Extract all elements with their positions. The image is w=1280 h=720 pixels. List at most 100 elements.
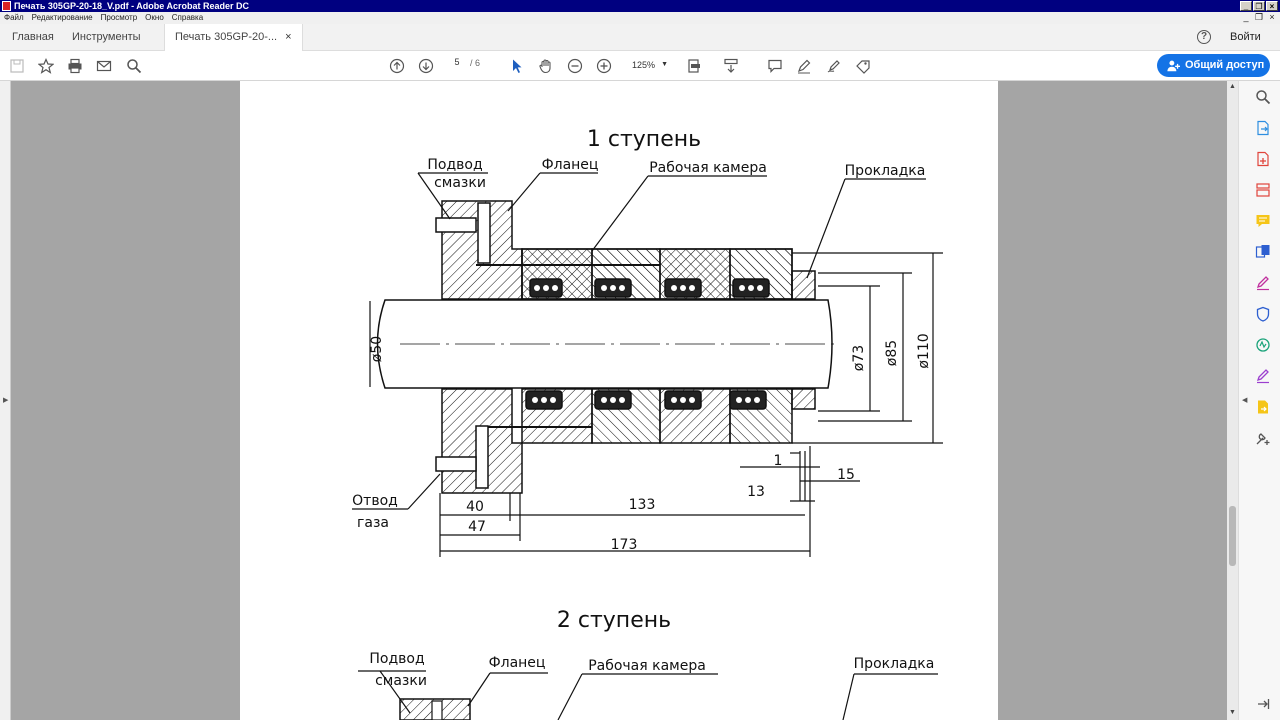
menu-window[interactable]: Окно: [145, 13, 164, 22]
stage1-labels: Подвод смазки Фланец Рабочая камера Прок…: [352, 157, 932, 553]
scroll-up-icon[interactable]: ▲: [1229, 83, 1236, 90]
signin-link[interactable]: Войти: [1230, 31, 1261, 43]
comment-tool-icon[interactable]: [1255, 213, 1273, 231]
next-page-icon[interactable]: [417, 57, 435, 75]
zoom-out-icon[interactable]: [566, 57, 584, 75]
page-number-input[interactable]: 5: [446, 57, 468, 73]
tab-document[interactable]: Печать 305GP-20-... ×: [164, 24, 303, 52]
label-gas-outlet-2: газа: [357, 515, 389, 531]
window-title: Печать 305GP-20-18_V.pdf - Adobe Acrobat…: [14, 1, 249, 11]
stage1-title: 1 ступень: [587, 127, 701, 152]
toolbar: [0, 51, 1280, 81]
label2-lube-supply-2: смазки: [375, 673, 427, 689]
send-for-signature-icon[interactable]: [1255, 337, 1273, 355]
stage2-title: 2 ступень: [557, 608, 671, 633]
dim-133: 133: [629, 497, 656, 513]
left-panel-strip[interactable]: ▶: [0, 81, 11, 720]
search-icon[interactable]: [125, 57, 143, 75]
organize-pages-icon[interactable]: [1255, 182, 1273, 200]
label-lube-supply: Подвод: [427, 157, 482, 173]
print-icon[interactable]: [66, 57, 84, 75]
save-icon[interactable]: [8, 57, 26, 75]
label-gasket: Прокладка: [845, 163, 926, 179]
page-total: / 6: [470, 58, 481, 68]
label2-flange: Фланец: [489, 655, 546, 671]
label-flange: Фланец: [542, 157, 599, 173]
search-tool-icon[interactable]: [1255, 89, 1273, 107]
share-button[interactable]: Общий доступ: [1157, 54, 1270, 77]
menu-file[interactable]: Файл: [4, 13, 24, 22]
export-file-icon[interactable]: [1255, 399, 1273, 417]
label2-working-chamber: Рабочая камера: [588, 658, 706, 674]
stage1-assembly: [376, 200, 840, 494]
doc-restore-button[interactable]: ❐: [1254, 12, 1264, 22]
chevron-down-icon: ▼: [661, 61, 668, 68]
sign-icon[interactable]: [854, 57, 872, 75]
doc-minimize-button[interactable]: _: [1243, 12, 1249, 22]
menu-bar: Файл Редактирование Просмотр Окно Справк…: [0, 12, 1280, 24]
tab-bar: Главная Инструменты Печать 305GP-20-... ×: [0, 24, 1280, 52]
hand-tool-icon[interactable]: [537, 57, 555, 75]
scroll-down-icon[interactable]: ▼: [1229, 709, 1236, 716]
stage1-leaders: [352, 172, 943, 557]
close-window-button[interactable]: ×: [1266, 1, 1278, 11]
draw-icon[interactable]: [825, 57, 843, 75]
maximize-button[interactable]: ❐: [1253, 1, 1265, 11]
dim-13: 13: [747, 484, 765, 500]
menu-view[interactable]: Просмотр: [100, 13, 138, 22]
prev-page-icon[interactable]: [388, 57, 406, 75]
stage2-labels: Подвод смазки Фланец Рабочая камера Прок…: [369, 651, 934, 689]
stage2-lube-channel: [431, 700, 443, 720]
combine-files-icon[interactable]: [1255, 244, 1273, 262]
dim-1: 1: [774, 453, 783, 469]
dim-d110: ø110: [916, 333, 932, 368]
tab-document-label: Печать 305GP-20-...: [175, 31, 278, 43]
zoom-level-value: 125%: [632, 60, 656, 70]
scroll-thumb[interactable]: [1229, 506, 1236, 566]
create-pdf-icon[interactable]: [1255, 151, 1273, 169]
label2-gasket: Прокладка: [854, 656, 935, 672]
stage2-leaders: [358, 670, 938, 720]
doc-close-button[interactable]: ×: [1269, 12, 1275, 22]
select-cursor-icon[interactable]: [508, 57, 526, 75]
edit-pen-icon[interactable]: [1255, 368, 1273, 386]
share-button-label: Общий доступ: [1185, 59, 1265, 71]
person-add-icon: [1167, 60, 1180, 72]
menu-help[interactable]: Справка: [171, 13, 204, 22]
help-icon[interactable]: ?: [1197, 30, 1211, 44]
label-lube-supply-2: смазки: [434, 175, 486, 191]
dim-15: 15: [837, 467, 855, 483]
tab-home[interactable]: Главная: [12, 31, 54, 43]
protect-shield-icon[interactable]: [1255, 306, 1273, 324]
label-gas-outlet: Отвод: [352, 493, 398, 509]
menu-edit[interactable]: Редактирование: [31, 13, 93, 22]
comment-icon[interactable]: [766, 57, 784, 75]
dim-47: 47: [468, 519, 486, 535]
vertical-scrollbar[interactable]: ▲ ▼: [1227, 81, 1238, 720]
window-titlebar: Печать 305GP-20-18_V.pdf - Adobe Acrobat…: [0, 0, 1280, 12]
export-pdf-icon[interactable]: [1255, 120, 1273, 138]
zoom-level-select[interactable]: 125% ▼: [624, 57, 672, 73]
dim-40: 40: [466, 499, 484, 515]
page-fit-icon[interactable]: [686, 57, 704, 75]
minimize-button[interactable]: _: [1240, 1, 1252, 11]
tab-tools[interactable]: Инструменты: [72, 31, 141, 43]
tab-close-icon[interactable]: ×: [285, 31, 292, 43]
zoom-in-icon[interactable]: [595, 57, 613, 75]
collapse-panel-icon[interactable]: ◀: [1242, 397, 1248, 404]
technical-drawing: 1 ступень: [240, 81, 998, 720]
scroll-mode-icon[interactable]: [722, 57, 740, 75]
email-icon[interactable]: [95, 57, 113, 75]
collapse-right-panel-icon[interactable]: [1255, 696, 1273, 714]
expand-left-panel-icon[interactable]: ▶: [3, 397, 9, 404]
dim-173: 173: [611, 537, 638, 553]
fill-sign-icon[interactable]: [1255, 275, 1273, 293]
label-working-chamber: Рабочая камера: [649, 160, 767, 176]
dim-d73: ø73: [851, 345, 867, 371]
acrobat-app-icon: [2, 1, 11, 11]
star-icon[interactable]: [37, 57, 55, 75]
more-tools-icon[interactable]: [1255, 430, 1273, 448]
label2-lube-supply: Подвод: [369, 651, 424, 667]
highlight-pen-icon[interactable]: [795, 57, 813, 75]
dim-d50: ø50: [369, 336, 385, 362]
